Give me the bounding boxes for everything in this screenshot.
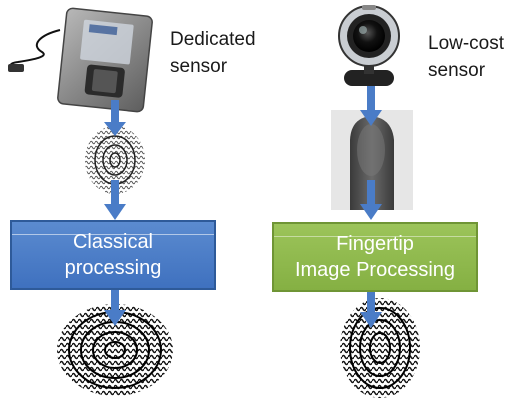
flow-arrows	[104, 86, 382, 328]
classical-processing-line2: processing	[64, 257, 162, 279]
arrow-down-icon	[104, 180, 126, 220]
dedicated-sensor-label: Dedicated sensor	[170, 26, 256, 80]
fingerprint-scanner-icon	[8, 7, 153, 113]
fingertip-processing-box: Fingertip Image Processing	[272, 222, 478, 292]
low-cost-sensor-label-line1: Low-cost	[428, 33, 505, 54]
low-cost-sensor-label-line2: sensor	[428, 60, 486, 81]
processed-fingerprint-right	[340, 298, 420, 398]
arrow-down-icon	[360, 292, 382, 328]
arrow-down-icon	[360, 86, 382, 126]
fingertip-processing-line1: Fingertip	[336, 233, 414, 255]
arrow-down-icon	[104, 290, 126, 326]
low-cost-sensor-label: Low-cost sensor	[428, 30, 504, 84]
dedicated-sensor-label-line2: sensor	[170, 56, 228, 77]
fingertip-processing-line2: Image Processing	[294, 259, 456, 281]
webcam-icon	[338, 5, 400, 86]
arrow-down-icon	[104, 100, 126, 136]
classical-processing-box: Classical processing	[10, 220, 216, 290]
arrow-down-icon	[360, 180, 382, 220]
dedicated-sensor-label-line1: Dedicated	[170, 29, 256, 50]
classical-processing-line1: Classical	[72, 231, 154, 253]
